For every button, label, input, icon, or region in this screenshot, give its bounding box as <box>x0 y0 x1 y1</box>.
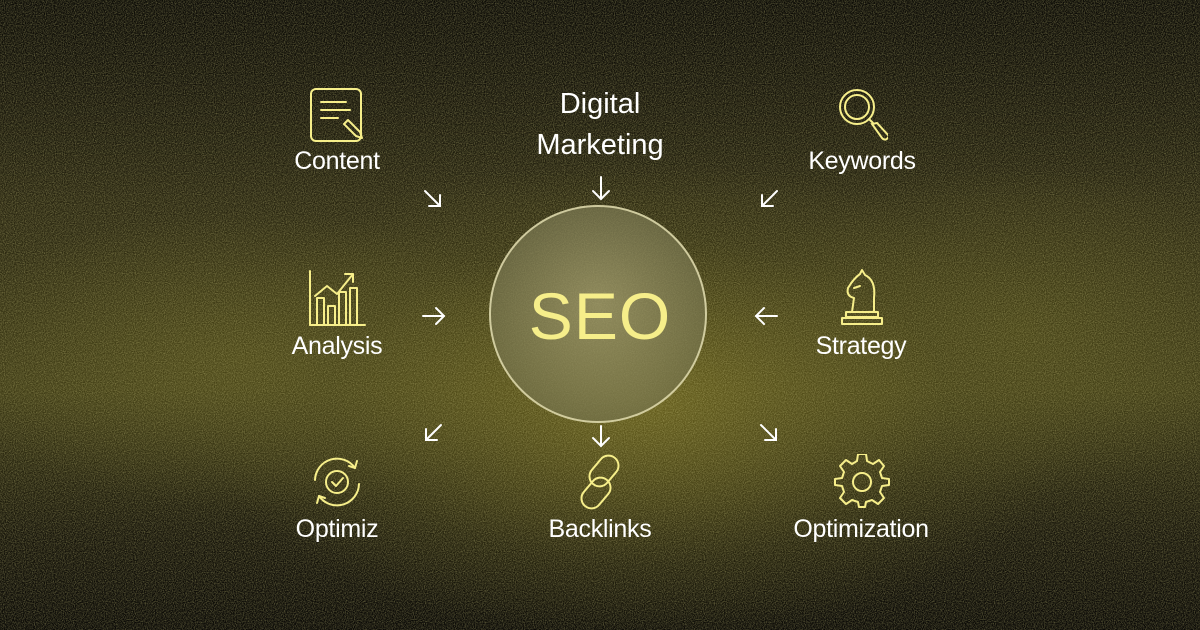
arrow-down-icon <box>592 176 610 201</box>
marketing-text: Marketing <box>536 129 664 161</box>
gear-icon <box>834 454 890 508</box>
digital-marketing-label: Digital Marketing <box>536 84 663 166</box>
optimization-label: Optimization <box>793 515 929 543</box>
digital-text: Digital <box>559 88 641 120</box>
keywords-label: Keywords <box>808 147 916 175</box>
document-pen-icon <box>310 88 363 142</box>
optimiz-label: Optimiz <box>295 515 379 543</box>
bar-chart-trend-icon <box>309 270 366 326</box>
arrow-right-icon <box>422 307 446 325</box>
arrow-down-left-icon <box>761 190 778 207</box>
analysis-label: Analysis <box>291 332 383 360</box>
arrow-down-icon-bottom <box>592 425 610 448</box>
chess-knight-icon <box>841 269 883 325</box>
content-label: Content <box>294 147 380 175</box>
arrow-left-icon <box>754 307 778 325</box>
arrow-down-right-icon-bottom <box>760 424 777 441</box>
seo-hub-label: SEO <box>528 279 672 353</box>
arrow-down-right-icon <box>424 190 441 207</box>
strategy-label: Strategy <box>815 332 907 360</box>
arrow-down-left-icon-bottom <box>425 424 442 441</box>
seo-hub-circle <box>489 205 707 423</box>
magnifier-icon <box>839 89 888 141</box>
refresh-check-icon <box>314 457 360 507</box>
chain-link-icon <box>580 454 620 510</box>
backlinks-label: Backlinks <box>548 515 652 543</box>
